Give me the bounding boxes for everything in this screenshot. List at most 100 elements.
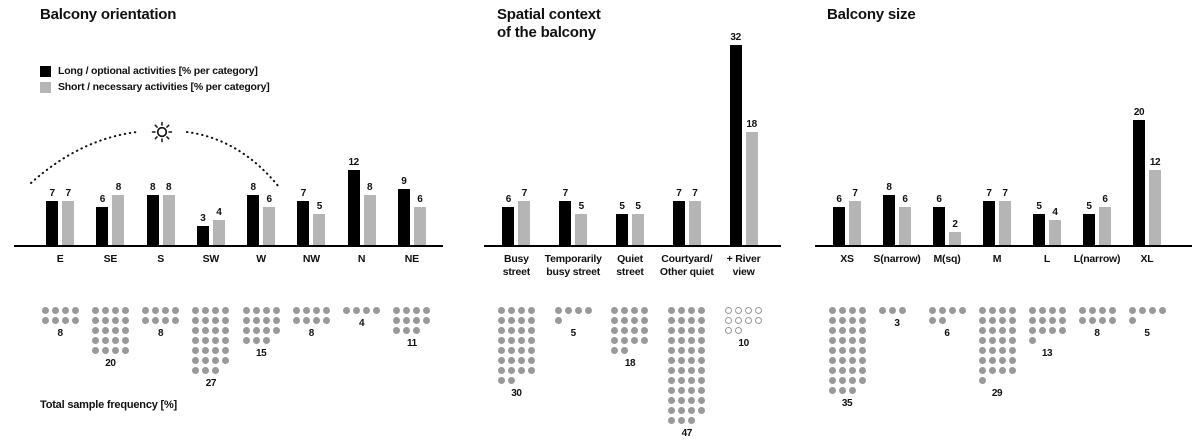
frequency-cell: 18 — [602, 300, 659, 369]
total-frequency-label: 5 — [1144, 328, 1150, 339]
dot-row — [292, 307, 330, 314]
total-frequency-label: 30 — [511, 388, 522, 399]
dot-row — [725, 317, 763, 324]
frequency-dot — [978, 317, 986, 324]
category-label: NE — [404, 253, 419, 265]
frequency-dot — [668, 337, 676, 344]
frequency-dot — [61, 307, 69, 314]
bar-long-activities — [46, 201, 59, 245]
frequency-dot-hollow — [755, 317, 763, 324]
panel-title: Balcony orientation — [40, 6, 177, 23]
frequency-dot — [1028, 337, 1036, 344]
legend-swatch-gray — [40, 81, 51, 93]
frequency-dot — [162, 317, 170, 324]
frequency-dot — [101, 317, 109, 324]
frequency-dot — [958, 307, 966, 314]
total-frequency-label: 27 — [205, 378, 217, 389]
frequency-dot — [192, 327, 200, 334]
bar-value-label: 6 — [99, 194, 106, 205]
frequency-dot-hollow — [745, 307, 753, 314]
dot-row — [978, 317, 1016, 324]
frequency-dot — [858, 377, 866, 384]
frequency-dot — [668, 307, 676, 314]
short-activities-bar-group: 7 — [849, 189, 861, 245]
frequency-dot — [497, 367, 505, 374]
frequency-dot — [497, 307, 505, 314]
frequency-dot — [1098, 317, 1106, 324]
frequency-dot — [998, 317, 1006, 324]
frequency-dot — [497, 317, 505, 324]
frequency-dot — [202, 337, 210, 344]
short-activities-bar-group: 6 — [413, 195, 426, 245]
frequency-dot — [121, 327, 129, 334]
frequency-dot — [423, 307, 431, 314]
frequency-dot — [641, 337, 649, 344]
short-activities-bar-group: 7 — [62, 189, 75, 245]
short-activities-bar-group: 4 — [212, 208, 225, 245]
long-activities-bar-group: 6 — [833, 195, 845, 245]
frequency-dot — [1038, 307, 1046, 314]
frequency-dot — [574, 307, 582, 314]
category-label-cell: Courtyard/ Other quiet — [658, 253, 715, 279]
bar-long-activities — [883, 195, 895, 245]
frequency-cell: 8 — [1072, 300, 1122, 339]
frequency-dot — [838, 317, 846, 324]
frequency-dot — [698, 327, 706, 334]
frequency-dot — [828, 317, 836, 324]
frequency-dot — [611, 327, 619, 334]
dot-row — [668, 327, 706, 334]
dot-row — [242, 327, 280, 334]
frequency-dot — [1098, 307, 1106, 314]
dot-row — [611, 317, 649, 324]
frequency-dot — [527, 317, 535, 324]
frequency-dot — [142, 317, 150, 324]
dot-row — [828, 377, 866, 384]
long-activities-bar-group: 8 — [146, 183, 159, 245]
bar-long-activities — [983, 201, 995, 245]
long-activities-bar-group: 7 — [559, 189, 572, 245]
bar-long-activities — [502, 207, 515, 245]
frequency-dot — [828, 327, 836, 334]
frequency-dot — [698, 317, 706, 324]
frequency-dot-hollow — [755, 307, 763, 314]
frequency-dot — [91, 307, 99, 314]
bar-long-activities — [146, 195, 159, 245]
bar-long-activities — [347, 170, 360, 245]
bar-short-activities — [413, 207, 426, 245]
category-label-cell: E — [35, 253, 85, 266]
panel-title: Spatial context of the balcony — [497, 6, 601, 41]
frequency-dot — [938, 317, 946, 324]
frequency-dot — [928, 317, 936, 324]
dot-row — [393, 317, 431, 324]
frequency-dot-hollow — [725, 327, 733, 334]
short-activities-bar-group: 8 — [112, 183, 125, 245]
bar-short-activities — [263, 207, 276, 245]
short-activities-bar-group: 7 — [999, 189, 1011, 245]
frequency-dot — [888, 307, 896, 314]
frequency-dot — [71, 307, 79, 314]
frequency-dot — [621, 307, 629, 314]
bar-value-label: 6 — [936, 194, 942, 205]
category-label: Courtyard/ Other quiet — [659, 253, 714, 279]
frequency-dot — [641, 327, 649, 334]
bar-value-label: 9 — [401, 176, 407, 187]
bar-short-activities — [363, 195, 376, 245]
frequency-dot — [152, 317, 160, 324]
frequency-dot — [212, 327, 220, 334]
frequency-dot — [848, 387, 856, 394]
frequency-dot — [668, 407, 676, 414]
category-label: S — [157, 253, 165, 265]
category-label: W — [256, 253, 266, 265]
frequency-dot — [121, 307, 129, 314]
